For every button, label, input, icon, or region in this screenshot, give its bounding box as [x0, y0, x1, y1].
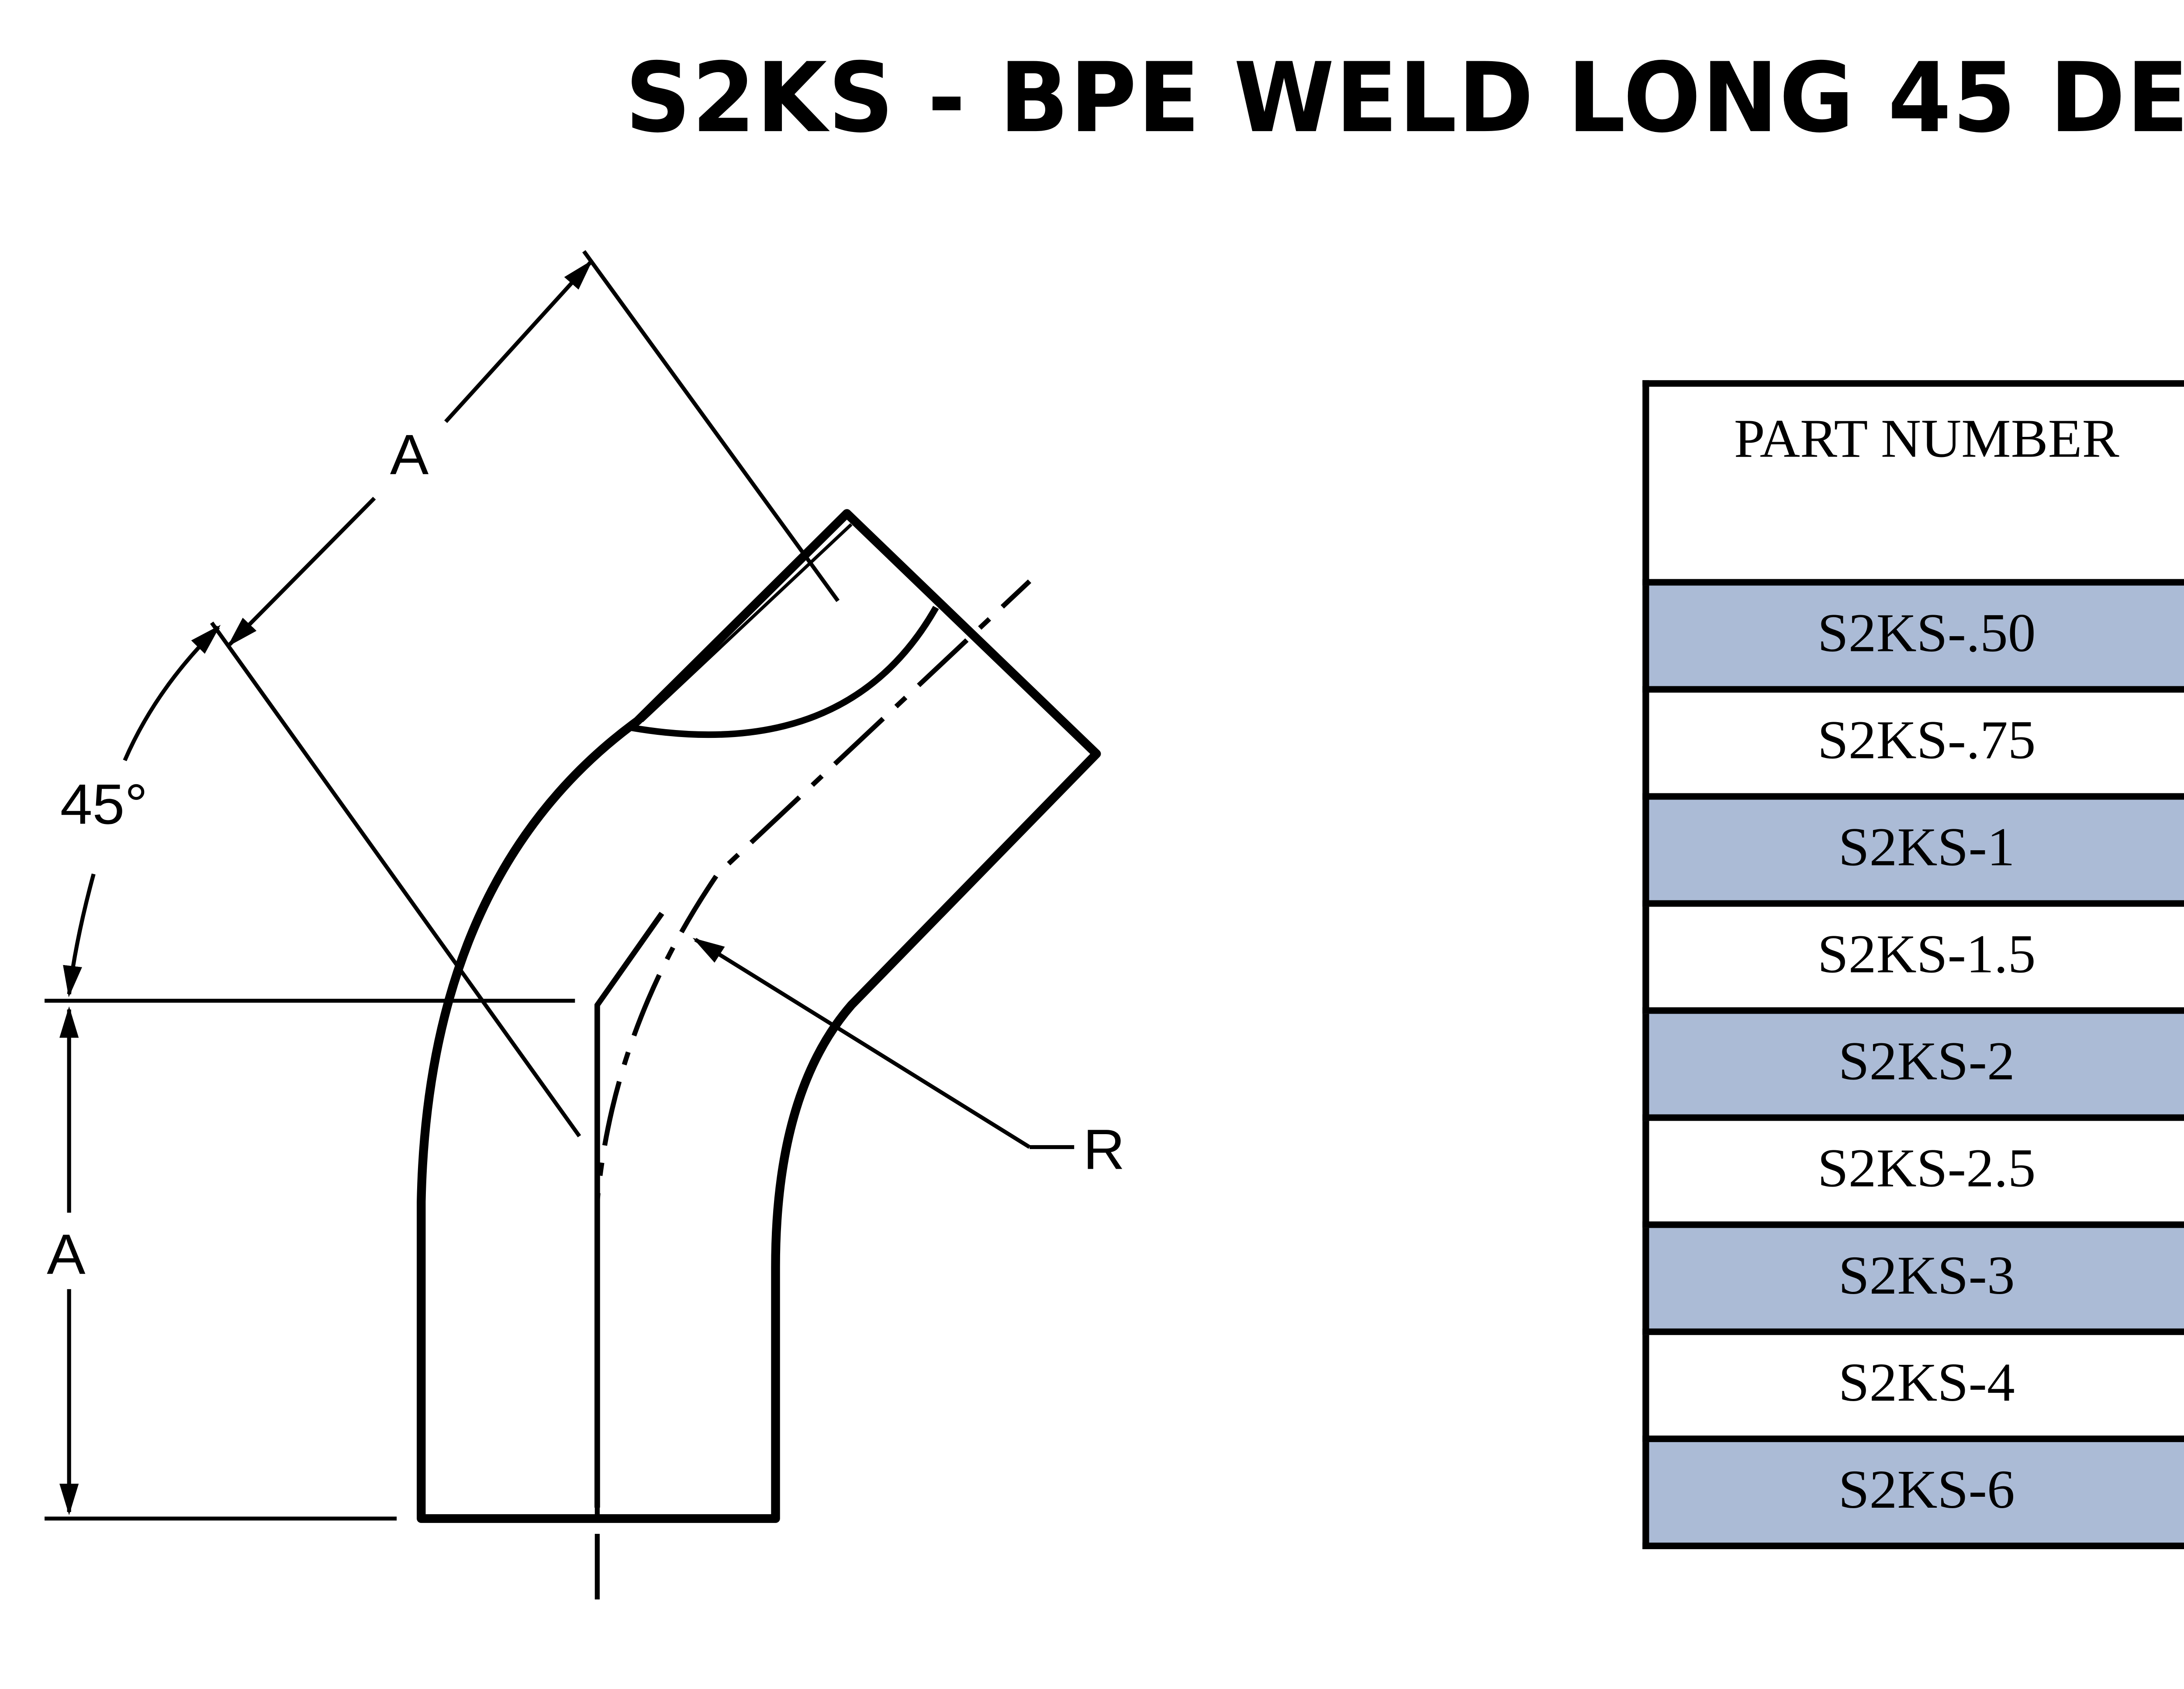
extension-line-mid — [210, 621, 581, 1138]
header-part-number: PART NUMBER — [1642, 380, 2184, 586]
end-face-curve — [630, 606, 939, 738]
header-part-number-label: PART NUMBER — [1734, 411, 2119, 470]
table-row: S2KS-.75 3/4 2.250 1.125 — [1642, 686, 2184, 800]
table-row: S2KS-2.5 2-1/2 3.375 3.750 — [1642, 1114, 2184, 1228]
cell-part-number: S2KS-1 — [1642, 793, 2184, 907]
table-row: S2KS-2 2 3.000 3.000 — [1642, 1007, 2184, 1121]
cell-part-number: S2KS-2 — [1642, 1007, 2184, 1121]
table-row: S2KS-1.5 1-1/2 2.500 2.250 — [1642, 900, 2184, 1014]
table-row: S2KS-1 1 2.250 1.500 — [1642, 793, 2184, 907]
dimension-line-a-upper — [444, 260, 593, 423]
label-a-angled: A — [390, 422, 429, 486]
table-row: S2KS-3 3 3.625 4.500 — [1642, 1221, 2184, 1335]
label-a-vertical: A — [47, 1222, 86, 1286]
cell-part-number: S2KS-3 — [1642, 1221, 2184, 1335]
cell-part-number: S2KS-.50 — [1642, 579, 2184, 693]
elbow-diagram-svg: A 45° A R — [45, 250, 1125, 1599]
table-row: S2KS-6 6 6.250 9.000 — [1642, 1435, 2184, 1549]
cell-part-number: S2KS-6 — [1642, 1435, 2184, 1549]
dimensions-table: PART NUMBER SIZE (inches) A (inches) R (… — [1642, 380, 2184, 1549]
cell-part-number: S2KS-.75 — [1642, 686, 2184, 800]
extension-line-top — [582, 250, 840, 602]
angle-arc-lower — [63, 873, 96, 997]
label-radius: R — [1083, 1118, 1125, 1181]
table-row: S2KS-.50 1/2 2.250 1.125 — [1642, 579, 2184, 693]
radius-leader — [692, 938, 1031, 1149]
table-row: S2KS-4 4 4.500 6.000 — [1642, 1328, 2184, 1442]
table-header-row: PART NUMBER SIZE (inches) A (inches) R (… — [1642, 380, 2184, 586]
elbow-outline — [417, 509, 1101, 1523]
end-face-inner-edge — [640, 523, 853, 723]
cell-part-number: S2KS-1.5 — [1642, 900, 2184, 1014]
inner-wall-segment — [594, 911, 664, 1508]
cell-part-number: S2KS-2.5 — [1642, 1114, 2184, 1228]
page-title: S2KS - BPE WELD LONG 45 DEGREE ELBOW — [625, 44, 2184, 156]
dimension-line-a-lower — [227, 497, 376, 647]
angle-arc-upper — [123, 625, 221, 761]
elbow-technical-drawing: A 45° A R — [0, 218, 1248, 1661]
cell-part-number: S2KS-4 — [1642, 1328, 2184, 1442]
centerline — [594, 579, 1032, 1599]
label-angle: 45° — [60, 772, 148, 836]
